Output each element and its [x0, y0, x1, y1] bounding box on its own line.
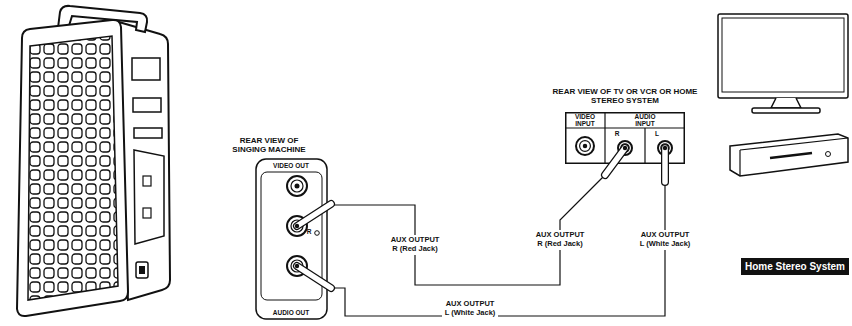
cable-line: [328, 164, 613, 285]
rear-panel: REAR VIEW OF SINGING MACHINEVIDEO OUTRAU…: [255, 158, 328, 320]
panel-outline: [255, 158, 328, 320]
channel-label: L: [655, 130, 659, 137]
input-label: VIDEO INPUT: [568, 113, 602, 127]
stereo-banner: Home Stereo System: [741, 258, 849, 275]
rear-panel: REAR VIEW OF TV OR VCR OR HOME STEREO SY…: [565, 112, 685, 164]
singing-machine: [17, 6, 170, 316]
cable-label: AUX OUTPUT L (White Jack): [637, 230, 693, 249]
input-label: AUDIO INPUT: [628, 113, 662, 127]
panel-heading: REAR VIEW OF SINGING MACHINE: [228, 137, 310, 155]
tv-set: [718, 14, 848, 113]
vcr-player: [730, 134, 848, 176]
panel-heading: REAR VIEW OF TV OR VCR OR HOME STEREO SY…: [550, 88, 700, 106]
cable-label: AUX OUTPUT R (Red Jack): [387, 235, 443, 254]
cable-label: AUX OUTPUT L (White Jack): [442, 299, 498, 318]
channel-label: R: [307, 228, 312, 235]
cable-label: AUX OUTPUT R (Red Jack): [532, 230, 588, 249]
jack-label: AUDIO OUT: [273, 309, 309, 316]
jack-label: VIDEO OUT: [273, 162, 309, 169]
channel-label: R: [615, 130, 620, 137]
banner-text: Home Stereo System: [745, 261, 845, 272]
cable-line: [328, 164, 665, 316]
